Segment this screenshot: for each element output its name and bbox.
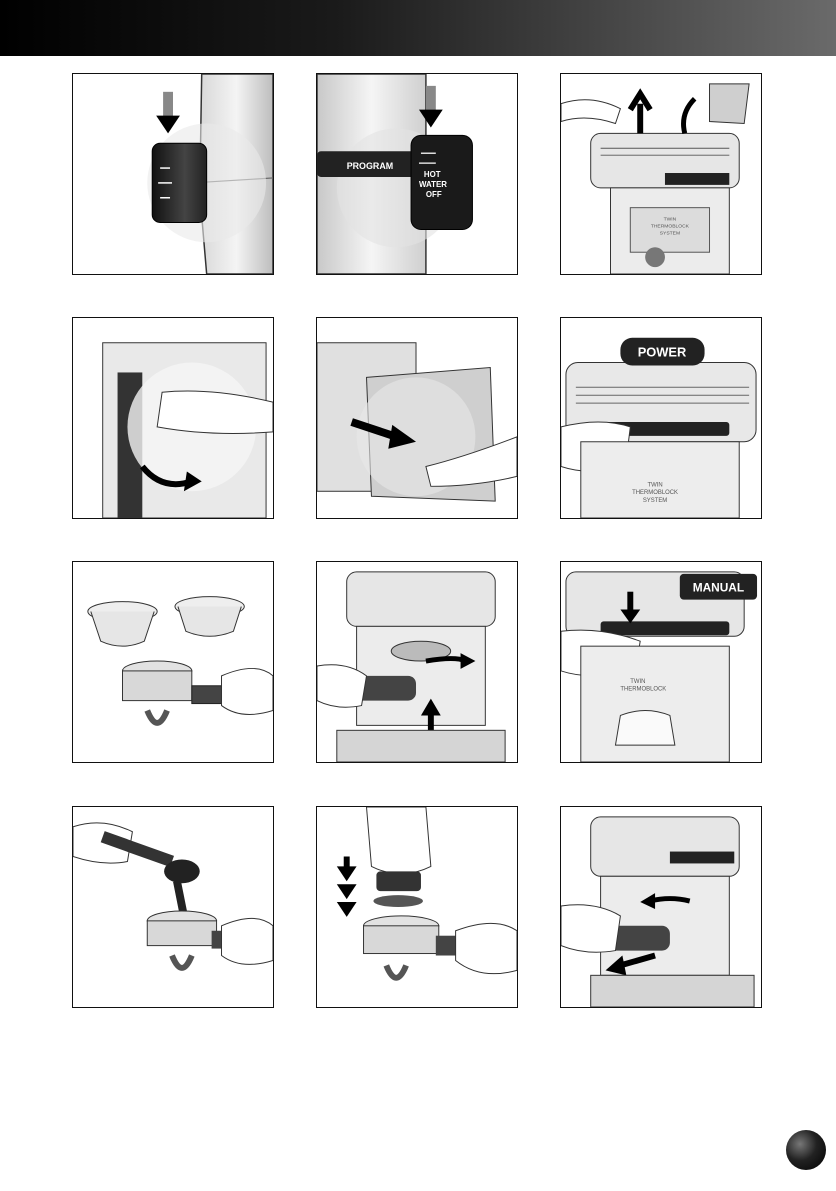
cup-icon bbox=[615, 711, 674, 746]
svg-text:THERMOBLOCK: THERMOBLOCK bbox=[651, 223, 690, 229]
manual-badge-label: MANUAL bbox=[693, 581, 744, 595]
arrow-curved-icon bbox=[650, 899, 690, 901]
hand-icon bbox=[367, 807, 431, 874]
page-marker-dot bbox=[786, 1130, 826, 1170]
arrow-curved-icon bbox=[426, 659, 466, 661]
panel-7-filter-baskets bbox=[72, 561, 274, 763]
svg-text:TWIN: TWIN bbox=[630, 679, 645, 685]
panel-5-remove-tank bbox=[316, 317, 518, 519]
hand-icon bbox=[317, 665, 367, 707]
hand-icon bbox=[222, 918, 273, 964]
svg-text:TWIN: TWIN bbox=[647, 482, 662, 488]
power-badge-label: POWER bbox=[638, 345, 687, 360]
jug-icon bbox=[710, 84, 750, 124]
svg-text:THERMOBLOCK: THERMOBLOCK bbox=[620, 687, 666, 693]
hand-icon bbox=[561, 905, 620, 952]
panel-10-dose-coffee bbox=[72, 806, 274, 1008]
svg-text:TWIN: TWIN bbox=[664, 217, 677, 223]
panel-2-hot-water-dial: PROGRAM HOT WATER OFF bbox=[316, 73, 518, 275]
panel-6-power: POWER TWIN THERMOBLOCK SYSTEM bbox=[560, 317, 762, 519]
scoop-icon bbox=[164, 859, 200, 883]
panel-9-manual: MANUAL TWIN THERMOBLOCK bbox=[560, 561, 762, 763]
panel-1-steam-dial bbox=[72, 73, 274, 275]
panel-11-tamp bbox=[316, 806, 518, 1008]
svg-text:THERMOBLOCK: THERMOBLOCK bbox=[632, 490, 678, 496]
tamper-icon bbox=[376, 871, 421, 891]
hand-icon bbox=[222, 668, 273, 714]
program-button-label: PROGRAM bbox=[347, 161, 394, 171]
dial-label-hot: HOT bbox=[424, 170, 441, 179]
panel-3-fill-tank: TWIN THERMOBLOCK SYSTEM bbox=[560, 73, 762, 275]
svg-text:SYSTEM: SYSTEM bbox=[643, 498, 667, 504]
panel-8-insert-portafilter bbox=[316, 561, 518, 763]
dial-label-off: OFF bbox=[426, 190, 442, 199]
arrow-down-icon bbox=[426, 86, 436, 112]
header-bar bbox=[0, 0, 836, 56]
hand-icon bbox=[456, 923, 517, 973]
panel-12-remove-portafilter bbox=[560, 806, 762, 1008]
svg-text:SYSTEM: SYSTEM bbox=[660, 230, 680, 236]
panel-4-open-cover bbox=[72, 317, 274, 519]
dial-label-water: WATER bbox=[419, 180, 447, 189]
arrow-down-icon bbox=[163, 92, 173, 118]
